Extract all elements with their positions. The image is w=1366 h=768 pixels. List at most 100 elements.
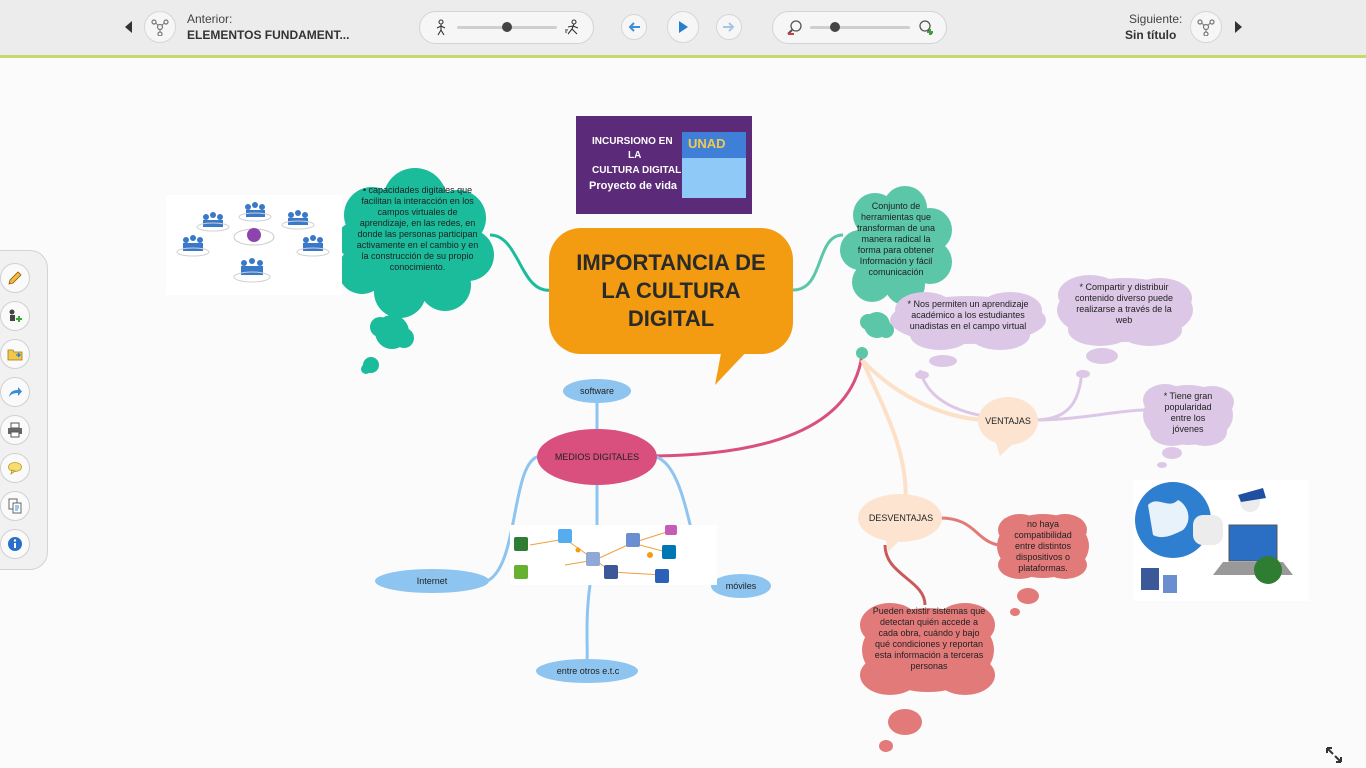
central-tail [715,348,750,385]
mindmap-icon [151,19,169,36]
banner-line-3: CULTURA DIGITAL [592,165,682,176]
banner-light-rays [682,158,746,198]
medios-label[interactable]: MEDIOS DIGITALES [554,452,640,462]
left-cloud-text[interactable]: • capacidades digitales que facilitan la… [356,185,479,272]
social-icons-network [514,525,677,583]
v1-text[interactable]: * Nos permiten un aprendizaje académico … [907,299,1029,331]
moviles-shape [711,574,771,598]
people-network-image [166,195,342,295]
zoom-out-icon[interactable] [786,19,804,37]
next-title[interactable]: Sin título [1125,28,1177,42]
moviles-label[interactable]: móviles [725,581,757,591]
right-cloud-shape [840,186,952,359]
internet-label[interactable]: Internet [416,576,448,586]
internet-shape [375,569,489,593]
open-folder-button[interactable] [0,339,30,369]
zoom-control [772,11,947,44]
link-otros [585,584,592,661]
link-medios [654,354,864,458]
link-v3 [1034,408,1146,422]
banner-image: INCURSIONO EN LA CULTURA DIGITAL Proyect… [576,116,752,214]
folder-icon [7,349,23,361]
copy-icon [8,498,22,514]
v3-cloud-shape [1143,384,1234,468]
forward-button[interactable] [716,14,742,40]
link-desventajas [860,359,908,511]
arrow-right-icon [723,22,735,32]
software-label[interactable]: software [579,386,614,396]
print-icon [8,422,22,438]
copy-button[interactable] [0,491,30,521]
ventajas-shape [978,397,1038,456]
prev-title[interactable]: ELEMENTOS FUNDAMENT... [187,28,350,42]
desventajas-shape [858,494,942,552]
print-button[interactable] [0,415,30,445]
zoom-track[interactable] [810,26,910,29]
add-node-button[interactable] [0,301,30,331]
banner-line-4: Proyecto de vida [589,180,678,192]
arrow-left-icon [628,22,640,32]
globe-laptop-illustration [1135,482,1293,593]
next-map-button[interactable] [1190,11,1222,43]
d1-cloud-shape [997,514,1089,616]
speed-control [419,11,594,44]
v1-cloud-shape [890,292,1046,379]
navigation-bar: Anterior: ELEMENTOS FUNDAMENT... Siguien… [0,0,1366,58]
link-d2 [883,544,927,606]
d2-cloud-shape [860,603,995,752]
people-network-icon [176,202,330,283]
run-icon [565,19,579,35]
prev-arrow-icon[interactable] [125,21,132,33]
otros-label[interactable]: entre otros e.t.c [556,666,620,676]
v3-text[interactable]: * Tiene gran popularidad entre los jóven… [1163,391,1213,434]
comment-icon [8,462,22,475]
play-button[interactable] [667,11,699,43]
central-topic[interactable]: IMPORTANCIA DE LA CULTURA DIGITAL [549,228,793,354]
link-d1 [939,516,999,547]
share-button[interactable] [0,377,30,407]
d1-text[interactable]: no haya compatibilidad entre distintos d… [1014,519,1072,573]
edit-tool-button[interactable] [0,263,30,293]
banner-line-1: INCURSIONO EN [592,136,673,147]
walk-icon [436,19,446,36]
zoom-slider-thumb[interactable] [830,22,840,32]
right-cloud-text[interactable]: Conjunto de herramientas que transforman… [856,201,936,277]
fullscreen-icon[interactable] [1325,746,1343,764]
speed-slider-thumb[interactable] [502,22,512,32]
v2-text[interactable]: * Compartir y distribuir contenido diver… [1074,282,1174,325]
play-icon [679,21,688,33]
medios-shape [537,429,657,485]
left-cloud-shape [337,168,494,374]
zoom-in-icon[interactable] [917,19,935,37]
tool-sidebar [0,250,48,570]
v2-cloud-shape [1057,275,1193,378]
banner-line-2: LA [628,150,642,161]
otros-shape [536,659,638,683]
unad-logo: UNAD [688,136,726,151]
add-node-icon [9,309,22,322]
prev-map-button[interactable] [144,11,176,43]
link-ventajas [860,358,991,422]
technology-students-image [1133,480,1309,601]
d2-text[interactable]: Pueden existir sistemas que detectan qui… [872,606,986,671]
info-button[interactable] [0,529,30,559]
central-topic-text: IMPORTANCIA DE LA CULTURA DIGITAL [576,250,766,331]
link-v2 [1034,369,1084,422]
banner-logo-panel: UNAD [682,132,746,198]
software-shape [563,379,631,403]
pencil-icon [8,271,22,285]
link-left-cloud [489,233,553,292]
info-icon [8,537,22,551]
next-arrow-icon[interactable] [1235,21,1242,33]
back-button[interactable] [621,14,647,40]
share-icon [9,387,22,397]
link-internet [484,454,541,584]
comment-button[interactable] [0,453,30,483]
desventajas-label[interactable]: DESVENTAJAS [868,513,934,523]
social-media-network-image [510,525,717,585]
link-right-cloud [792,233,844,292]
ventajas-label[interactable]: VENTAJAS [985,416,1031,426]
mindmap-icon [1197,19,1215,36]
next-label: Siguiente: [1129,12,1183,26]
